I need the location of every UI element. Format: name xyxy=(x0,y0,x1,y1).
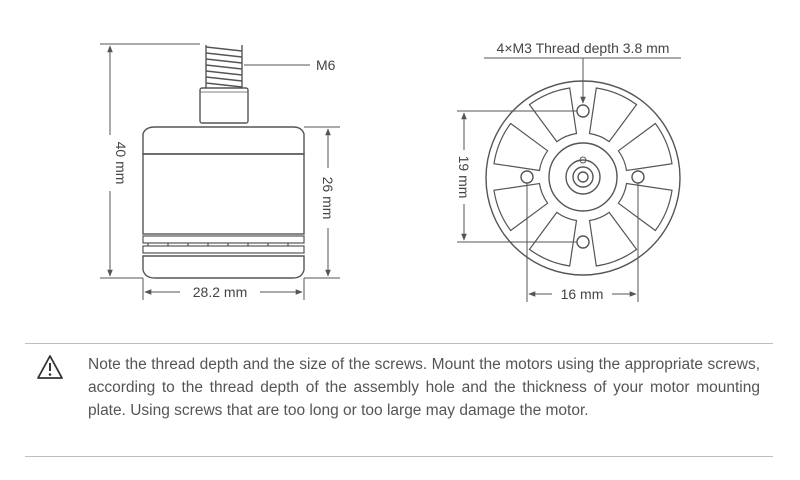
width-label: 28.2 mm xyxy=(193,284,247,300)
ventilation-slot xyxy=(617,182,673,232)
threaded-shaft xyxy=(205,45,243,88)
ventilation-slot xyxy=(588,211,638,267)
shaft-collar xyxy=(199,87,249,124)
bottom-thread-label: 4×M3 Thread depth 3.8 mm xyxy=(497,40,670,56)
ventilation-slot xyxy=(528,87,578,143)
mount-hole-right xyxy=(631,170,645,184)
vertical-spacing-label: 19 mm xyxy=(456,156,472,199)
stator-fins xyxy=(142,235,305,254)
ventilation-slot xyxy=(493,122,549,172)
motor-dimension-diagram: M6 40 mm 26 mm 28.2 mm 4×M3 Thread depth… xyxy=(100,40,681,302)
motor-base xyxy=(142,255,305,279)
mount-hole-left xyxy=(520,170,534,184)
side-view xyxy=(142,45,305,279)
mount-hole-bottom xyxy=(576,235,590,249)
outer-ring xyxy=(485,80,681,276)
warning-triangle-icon xyxy=(37,355,63,379)
thread-label: M6 xyxy=(316,57,336,73)
motor-body xyxy=(142,153,305,235)
ventilation-slot xyxy=(588,87,638,143)
bottom-view xyxy=(485,80,681,276)
ventilation-slots xyxy=(493,87,673,267)
motor-bell-top xyxy=(142,126,305,155)
center-hub xyxy=(548,142,618,212)
note-text: Note the thread depth and the size of th… xyxy=(88,356,760,419)
ventilation-slot xyxy=(528,211,578,267)
mount-hole-top xyxy=(576,104,590,118)
note-top-divider xyxy=(25,343,773,344)
ventilation-slot xyxy=(493,182,549,232)
height-body-label: 26 mm xyxy=(320,177,336,220)
note-bottom-divider xyxy=(25,456,773,457)
ventilation-slot xyxy=(617,122,673,172)
height-total-label: 40 mm xyxy=(113,142,129,185)
horizontal-spacing-label: 16 mm xyxy=(561,286,604,302)
